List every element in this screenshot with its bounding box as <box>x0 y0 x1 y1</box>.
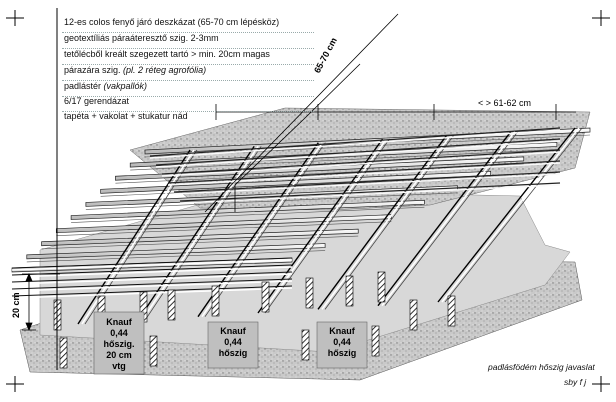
frame-marks <box>6 10 610 392</box>
top-board-face <box>149 129 561 159</box>
cross-board <box>257 138 384 314</box>
knauf-label-left: Knauf 0,44 hőszig. 20 cm vtg <box>103 317 135 371</box>
height-dimension-label: 20 cm <box>11 292 21 318</box>
support-stud <box>59 337 68 369</box>
support-stud <box>371 325 380 357</box>
walking-board-group <box>11 127 583 325</box>
top-board <box>179 182 561 202</box>
cross-board <box>317 134 448 310</box>
knauf-label-right: Knauf 0,44 hőszig <box>327 326 357 358</box>
legend-item-joists: 6/17 gerendázat <box>64 96 130 106</box>
front-beam-face <box>11 259 293 271</box>
knauf-insulation-posts <box>53 271 456 375</box>
cross-board-highlight <box>201 142 323 318</box>
knauf-insulation-block <box>316 321 368 369</box>
front-beam-edge <box>11 278 293 290</box>
support-stud <box>409 299 418 331</box>
support-stud <box>167 289 176 321</box>
joist-shadow <box>56 221 392 236</box>
cross-board <box>137 145 255 321</box>
top-board-face <box>173 173 561 195</box>
front-beam-edge <box>11 271 293 283</box>
cross-board <box>437 127 576 303</box>
support-stud <box>149 335 158 367</box>
knauf-insulation-block <box>207 321 259 369</box>
support-stud <box>377 271 386 303</box>
front-beam-edge <box>11 257 293 269</box>
support-stud <box>261 281 270 313</box>
front-beam-face <box>11 287 293 299</box>
cross-board-edge <box>264 138 390 314</box>
top-board <box>167 160 561 184</box>
joist-shadow <box>41 235 359 250</box>
cross-board-highlight <box>141 145 259 321</box>
cross-board-highlight <box>441 127 580 303</box>
knauf-label-middle: Knauf 0,44 hőszig <box>218 326 248 358</box>
legend-rule <box>62 96 314 97</box>
legend-item-geotextile: geotextíliás páraáteresztő szig. 2-3mm <box>64 33 219 43</box>
cross-board-edge <box>204 142 326 317</box>
horizontal-dimension <box>215 104 576 120</box>
top-board-face <box>155 140 561 168</box>
top-board <box>149 127 561 157</box>
top-board-face <box>167 162 561 186</box>
joist-shadow <box>26 250 326 263</box>
joist-shadow <box>85 192 458 210</box>
top-board-face <box>179 184 561 204</box>
support-stud <box>447 295 456 327</box>
legend-item-boards: 12-es colos fenyő járó deszkázat (65-70 … <box>64 17 280 27</box>
joist-shadow <box>130 149 557 171</box>
legend-item-vapor-barrier: párazára szig. (pl. 2 réteg agrofólia) <box>64 65 207 75</box>
cross-board-highlight <box>381 131 516 307</box>
cross-board <box>377 131 512 307</box>
joist-beam <box>70 199 425 220</box>
front-beam-face <box>11 266 293 278</box>
support-stud <box>301 329 310 361</box>
legend-rule <box>62 80 314 81</box>
front-beam-face <box>11 273 293 285</box>
top-board <box>155 138 561 166</box>
joist-beam <box>115 156 525 181</box>
legend-rule <box>62 64 314 65</box>
cross-board-edge <box>444 127 583 303</box>
legend-rule <box>62 111 314 112</box>
joist-shadow <box>71 206 425 223</box>
front-beam-face <box>11 280 293 292</box>
diagonal-dimension <box>204 13 399 213</box>
top-board <box>161 149 561 175</box>
legend-item-support: tetőlécből kreált szegezett tartó > min.… <box>64 49 270 59</box>
cross-board-highlight <box>261 138 388 314</box>
cross-board-edge <box>144 146 262 321</box>
knauf-insulation-block <box>93 311 145 375</box>
cross-board-highlight <box>321 134 452 310</box>
height-dimension <box>22 272 60 332</box>
legend-rule <box>62 48 314 49</box>
cross-board-edge <box>384 131 519 306</box>
legend-item-attic: padlástér (vakpallók) <box>64 81 148 91</box>
caption-title: padlásfödém hőszig javaslat <box>488 362 595 372</box>
front-beam-edge <box>11 285 293 297</box>
caption-author: sby f j <box>564 377 587 387</box>
legend-item-ceiling: tapéta + vakolat + stukatur nád <box>64 111 188 121</box>
legend-rule <box>62 32 314 33</box>
support-stud <box>211 285 220 317</box>
front-beam-edge <box>11 264 293 276</box>
top-board <box>173 171 561 193</box>
support-stud <box>345 275 354 307</box>
horizontal-dimension-label: < > 61-62 cm <box>478 98 532 108</box>
top-board-face <box>161 151 561 177</box>
support-stud <box>305 277 314 309</box>
